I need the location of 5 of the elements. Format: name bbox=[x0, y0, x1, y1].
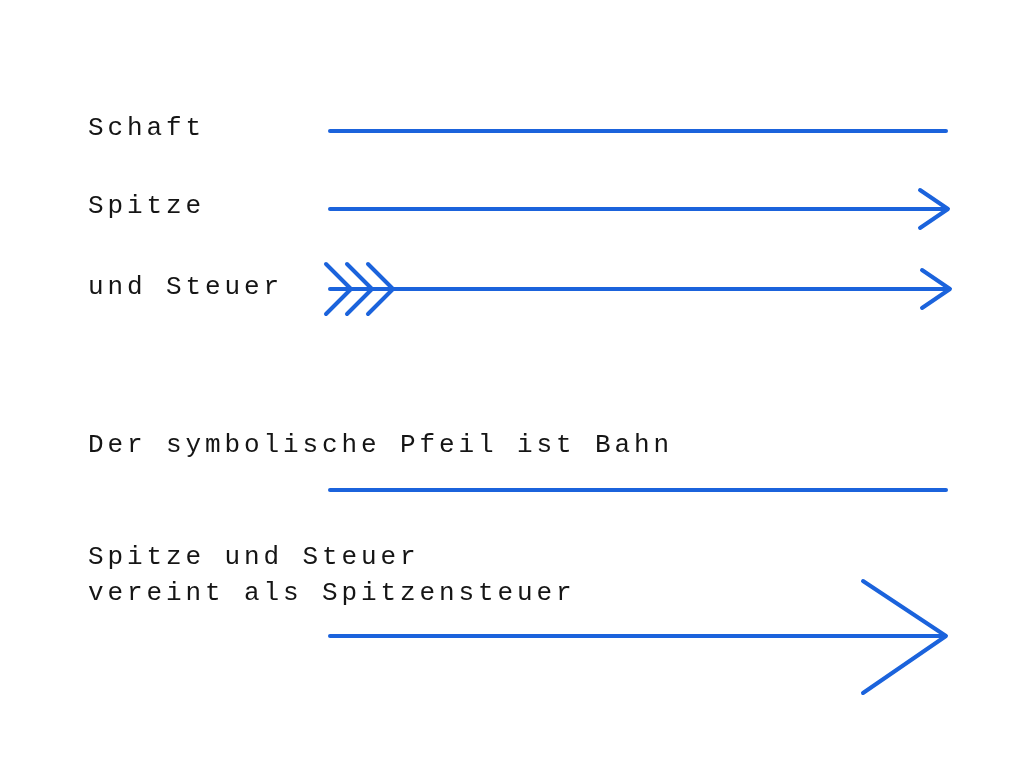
tip-label: Spitze bbox=[88, 190, 205, 223]
fletching-label: und Steuer bbox=[88, 271, 284, 304]
shaft-label: Schaft bbox=[88, 112, 205, 145]
combined-label: Spitze und Steuer vereint als Spitzensteuer bbox=[88, 541, 576, 610]
path-label: Der symbolische Pfeil ist Bahn bbox=[88, 429, 674, 462]
